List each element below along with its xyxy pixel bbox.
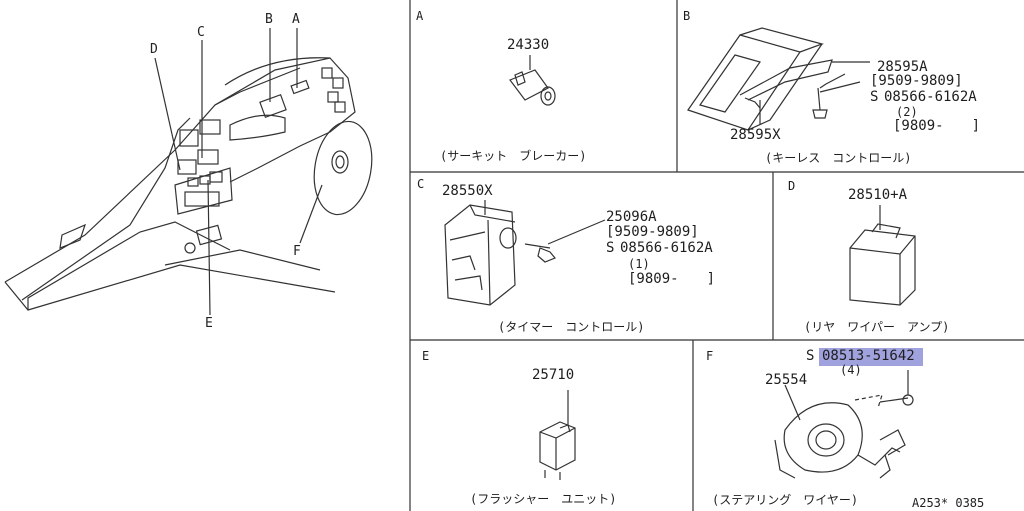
part-08513-51642[interactable]: 08513-51642 xyxy=(822,348,915,364)
qty-b: (2) xyxy=(896,105,918,119)
screw-note-b: [9809- ] xyxy=(893,118,981,134)
panel-f-letter: F xyxy=(706,349,714,363)
panel-b-letter: B xyxy=(683,9,691,23)
panel-e-letter: E xyxy=(422,349,430,363)
callout-f: F xyxy=(293,244,301,259)
callout-d: D xyxy=(150,42,158,57)
part-28595a[interactable]: 28595A xyxy=(877,59,928,75)
part-28595a-note: [9509-9809] xyxy=(870,73,963,89)
panel-f-caption: (ステアリング ワイヤー) xyxy=(712,493,859,507)
callout-c: C xyxy=(197,25,205,40)
part-28550x[interactable]: 28550X xyxy=(442,183,493,199)
qty-f: (4) xyxy=(840,363,862,377)
part-25554[interactable]: 25554 xyxy=(765,372,808,388)
part-08566-b[interactable]: 08566-6162A xyxy=(884,89,977,105)
s-symbol-c: S xyxy=(606,240,615,256)
s-symbol-f: S xyxy=(806,348,815,364)
panel-e-caption: (フラッシャー ユニット) xyxy=(470,492,617,506)
s-symbol-b: S xyxy=(870,89,879,105)
callout-e: E xyxy=(205,316,213,331)
part-28510a[interactable]: 28510+A xyxy=(848,187,908,203)
callout-a: A xyxy=(292,12,300,27)
panel-b-caption: (キーレス コントロール) xyxy=(765,151,912,165)
part-08566-c[interactable]: 08566-6162A xyxy=(620,240,713,256)
panel-c-caption: (タイマー コントロール) xyxy=(498,320,645,334)
screw-note-c: [9809- ] xyxy=(628,271,716,287)
qty-c: (1) xyxy=(628,257,650,271)
search-highlight xyxy=(819,348,923,366)
diagram-code: A253* 0385 xyxy=(912,496,985,510)
part-25096a[interactable]: 25096A xyxy=(606,209,657,225)
part-25710[interactable]: 25710 xyxy=(532,367,575,383)
panel-a-letter: A xyxy=(416,9,424,23)
panel-d-letter: D xyxy=(788,179,796,193)
panel-a-caption: (サーキット ブレーカー) xyxy=(440,149,587,163)
panel-c-letter: C xyxy=(417,177,425,191)
part-28595x[interactable]: 28595X xyxy=(730,127,781,143)
panel-d-caption: (リヤ ワイパー アンプ) xyxy=(804,320,950,334)
part-24330[interactable]: 24330 xyxy=(507,37,550,53)
part-25096a-note: [9509-9809] xyxy=(606,224,699,240)
callout-b: B xyxy=(265,12,273,27)
